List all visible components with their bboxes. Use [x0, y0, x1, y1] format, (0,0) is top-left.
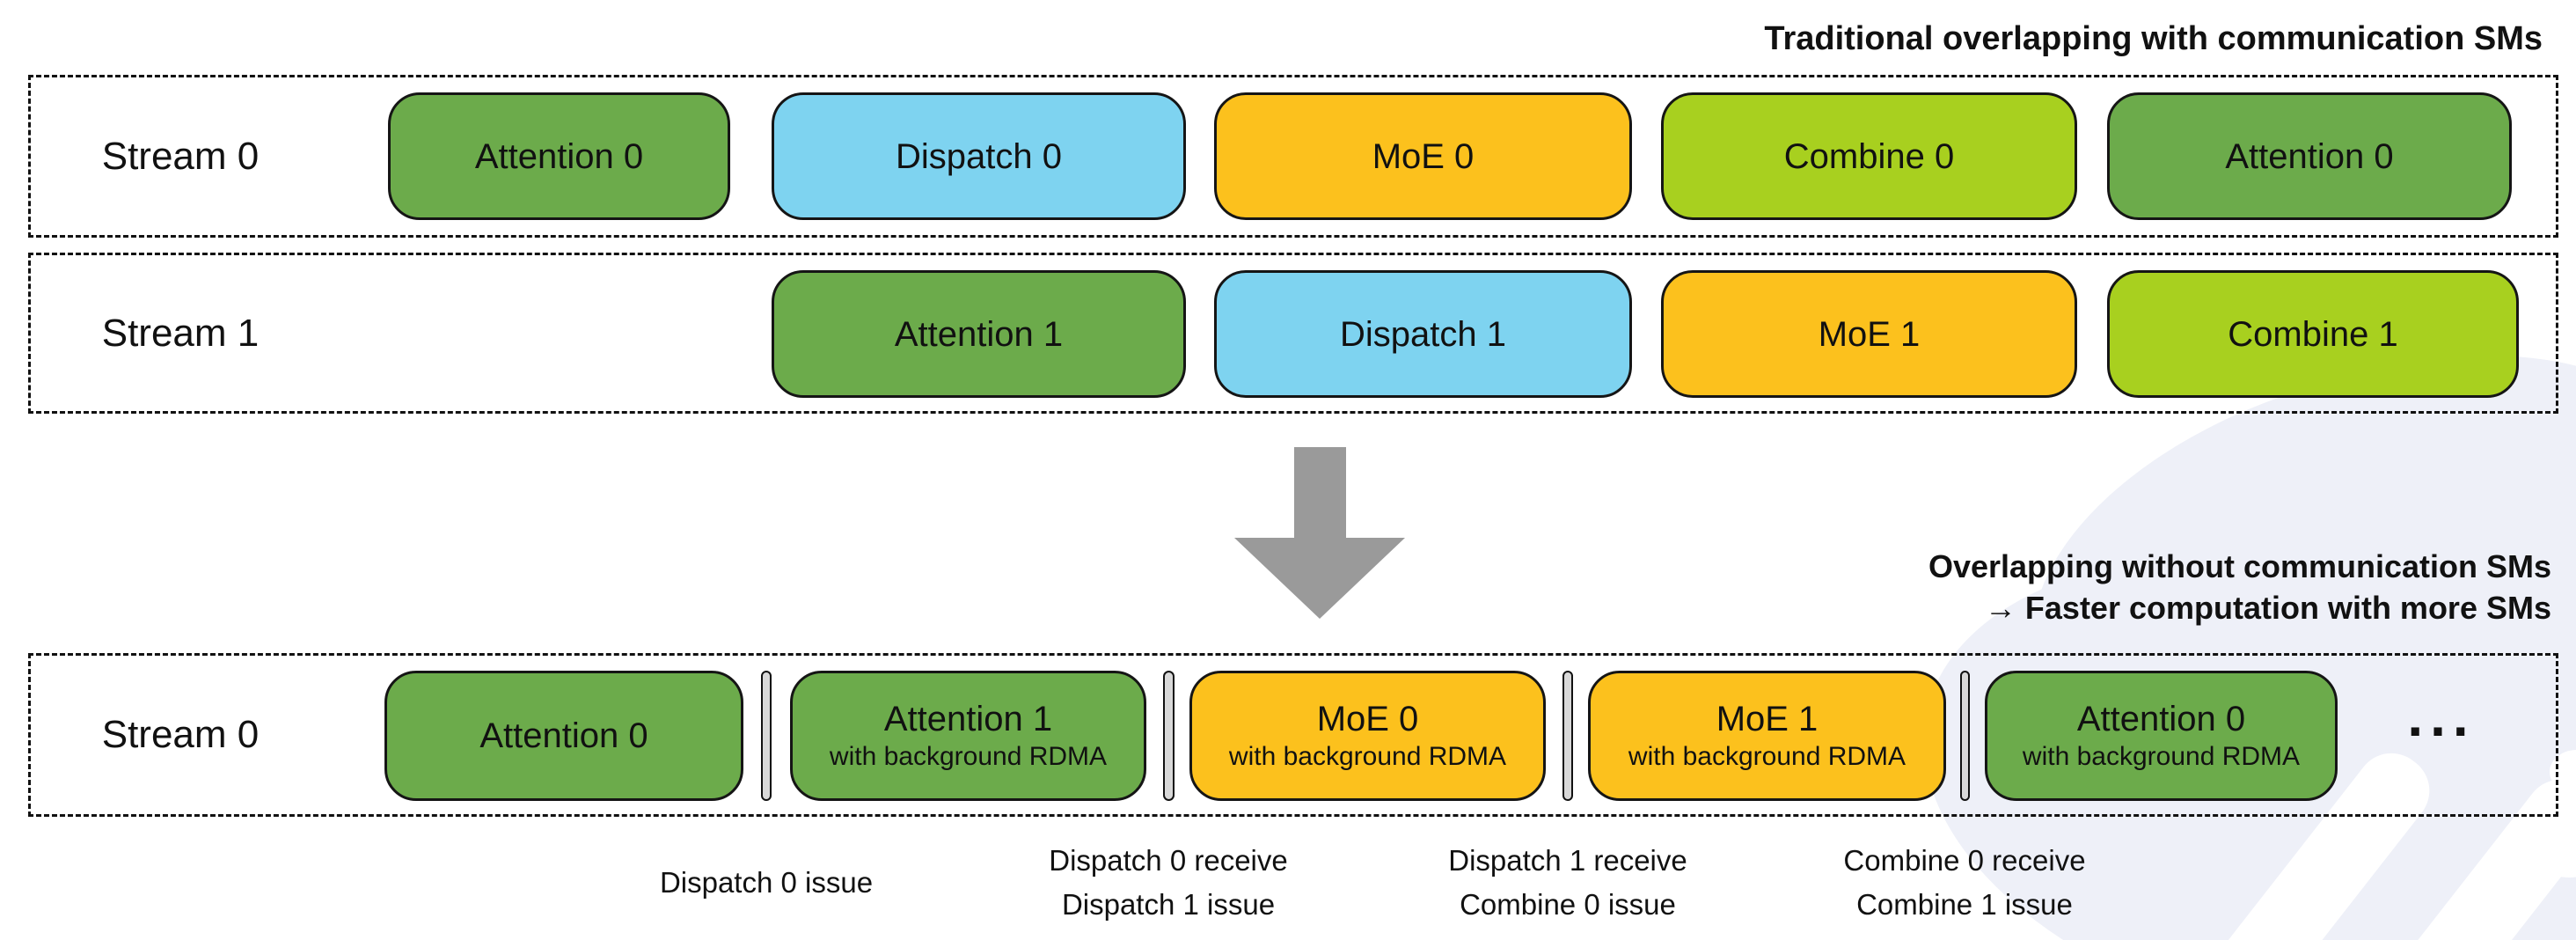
stream-gap-divider	[1163, 671, 1175, 801]
sync-annotation-line: Combine 0 issue	[1460, 888, 1676, 921]
bottom-section-title-line1: Overlapping without communication SMs	[1928, 548, 2551, 584]
sync-annotation-line: Dispatch 0 receive	[1049, 844, 1288, 877]
task-label: Attention 1	[894, 314, 1064, 354]
stream0-bottom-box: Stream 0	[28, 653, 2558, 817]
task-label: MoE 0	[1372, 136, 1475, 176]
task-sublabel: with background RDMA	[829, 742, 1108, 771]
task-block: Combine 0	[1661, 92, 2077, 220]
task-label: Attention 0	[2076, 700, 2246, 738]
sync-annotation-line: Combine 1 issue	[1856, 888, 2073, 921]
task-label: Attention 0	[2225, 136, 2394, 176]
stream0-top-box: Stream 0	[28, 75, 2558, 238]
sync-annotation-line: Dispatch 0 issue	[659, 866, 874, 899]
task-label: Dispatch 0	[896, 136, 1062, 176]
sync-annotation: Dispatch 0 issue	[520, 836, 1013, 929]
stream-label: Stream 1	[101, 311, 260, 355]
task-block: Attention 1 with background RDMA	[790, 671, 1146, 801]
down-arrow-icon	[1234, 538, 1405, 619]
task-block: Attention 0	[388, 92, 730, 220]
task-label: Attention 1	[883, 700, 1053, 738]
stream1-box: Stream 1	[28, 253, 2558, 414]
task-label: MoE 1	[1818, 314, 1921, 354]
task-block: MoE 0	[1214, 92, 1632, 220]
stream0-top-blocks: Attention 0 Dispatch 0 MoE 0 Combine 0 Atten…	[0, 92, 2576, 220]
sync-annotation-line: Dispatch 1 issue	[1061, 888, 1276, 921]
stream-gap-divider	[1960, 671, 1970, 801]
stream-gap-divider	[1562, 671, 1573, 801]
task-label: Combine 1	[2228, 314, 2398, 354]
stream-gap-divider	[761, 671, 772, 801]
task-label: ...	[2407, 685, 2476, 748]
sync-annotation-line: Dispatch 1 receive	[1448, 844, 1687, 877]
task-sublabel: with background RDMA	[1228, 742, 1507, 771]
task-block: Combine 1	[2107, 270, 2519, 398]
task-block: MoE 0 with background RDMA	[1189, 671, 1546, 801]
task-block: Attention 1	[772, 270, 1186, 398]
task-sublabel: with background RDMA	[2022, 742, 2301, 771]
stream0-bottom-blocks: Attention 0 Attention 1 with background RD…	[0, 671, 2576, 801]
down-arrow-icon	[1294, 447, 1346, 539]
task-block: MoE 1 with background RDMA	[1588, 671, 1946, 801]
task-sublabel: with background RDMA	[1628, 742, 1906, 771]
task-label: MoE 1	[1716, 700, 1819, 738]
sync-annotation-line: Combine 0 receive	[1843, 844, 2086, 877]
stream-label: Stream 0	[101, 134, 260, 178]
task-label: Attention 0	[479, 716, 648, 755]
task-block: Attention 0	[384, 671, 743, 801]
task-label: MoE 0	[1316, 700, 1419, 738]
bottom-section-title: Overlapping without communication SMs → …	[1928, 546, 2551, 628]
task-block: Dispatch 1	[1214, 270, 1632, 398]
task-block: Attention 0	[2107, 92, 2512, 220]
top-section-title: Traditional overlapping with communicati…	[1764, 20, 2543, 57]
task-label: Attention 0	[474, 136, 644, 176]
task-block: Dispatch 0	[772, 92, 1186, 220]
stream-label: Stream 0	[101, 713, 260, 756]
task-label: Dispatch 1	[1340, 314, 1506, 354]
stream1-blocks: Attention 1 Dispatch 1 MoE 1 Combine 1	[0, 270, 2576, 398]
bottom-section-title-line2: → Faster computation with more SMs	[1984, 590, 2551, 626]
task-block: Attention 0 with background RDMA	[1985, 671, 2338, 801]
task-label: Combine 0	[1783, 136, 1955, 176]
task-block: MoE 1	[1661, 270, 2077, 398]
continuation-ellipsis: ...	[2367, 671, 2516, 801]
